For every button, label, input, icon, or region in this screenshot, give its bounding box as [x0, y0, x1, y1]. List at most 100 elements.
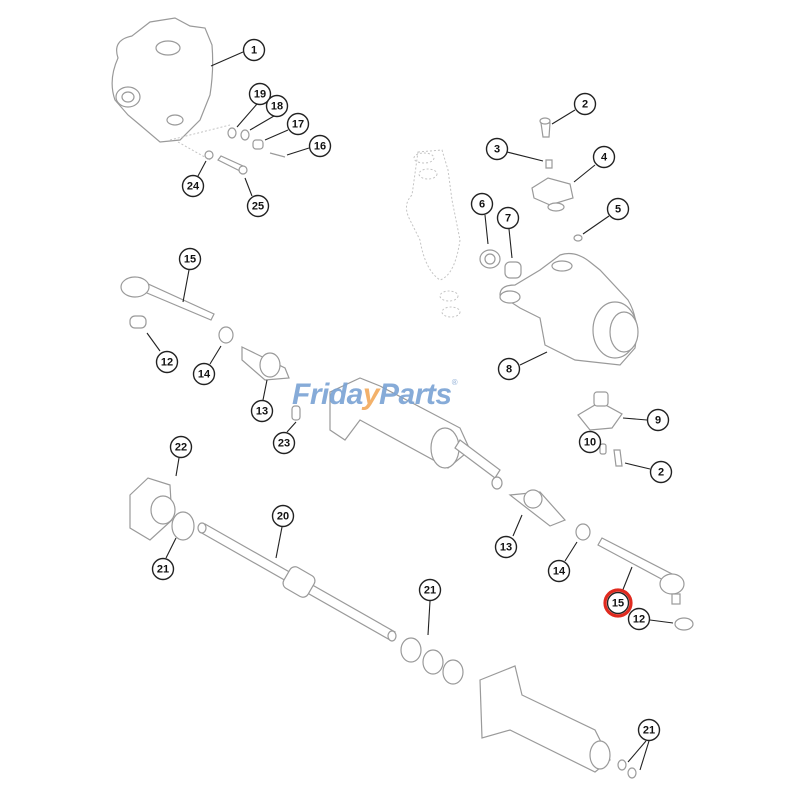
callout-circle: [592, 145, 616, 169]
callout-circle: [418, 578, 442, 602]
callout-label: 12: [161, 357, 173, 369]
callout-2: 2: [573, 92, 597, 116]
watermark-text-right: Parts: [379, 378, 452, 411]
callout-circle: [494, 535, 518, 559]
callout-circle: [246, 194, 270, 218]
part-small-2-3-4-5-6-7: [479, 117, 583, 279]
callout-label: 25: [252, 201, 264, 213]
callout-21: 21: [151, 557, 175, 581]
part-knuckle-8: [499, 252, 639, 366]
highlight-ring: [603, 588, 633, 618]
callout-group: 1191817162425234567815121413239102222021…: [151, 38, 673, 742]
callout-label: 8: [506, 364, 512, 376]
callout-label: 15: [612, 598, 624, 610]
callout-label: 10: [584, 437, 596, 449]
callout-label: 13: [256, 406, 268, 418]
callout-label: 12: [633, 614, 645, 626]
callout-circle: [646, 408, 670, 432]
callout-12: 12: [155, 350, 179, 374]
callout-circle: [286, 112, 310, 136]
callout-circle: [578, 430, 602, 454]
callout-2: 2: [649, 460, 673, 484]
callout-label: 20: [277, 511, 289, 523]
callout-label: 14: [553, 566, 566, 578]
leader-lines: [146, 51, 674, 771]
callout-circle: [627, 607, 651, 631]
part-tie-rod-left: [120, 276, 301, 421]
callout-circle: [151, 557, 175, 581]
callout-circle: [485, 137, 509, 161]
callout-label: 17: [292, 119, 304, 131]
callout-3: 3: [485, 137, 509, 161]
callout-label: 6: [479, 199, 485, 211]
callout-label: 13: [500, 542, 512, 554]
callout-label: 16: [314, 141, 326, 153]
callout-18: 18: [265, 94, 289, 118]
callout-21: 21: [418, 578, 442, 602]
callout-13: 13: [494, 535, 518, 559]
watermark-check-mark: y: [362, 378, 380, 411]
callout-circle: [308, 134, 332, 158]
callout-15: 15: [603, 588, 633, 618]
callout-label: 21: [643, 725, 655, 737]
callout-label: 21: [424, 585, 436, 597]
part-ball-joint-9: [577, 391, 623, 467]
callout-circle: [271, 504, 295, 528]
callout-13: 13: [250, 399, 274, 423]
callout-14: 14: [547, 559, 571, 583]
callout-circle: [649, 460, 673, 484]
callout-circle: [181, 174, 205, 198]
part-lower-cylinder: [479, 665, 637, 779]
part-seals-16-19: [204, 127, 286, 175]
part-tie-rod-right: [508, 489, 694, 631]
callout-circle: [606, 591, 630, 615]
callout-23: 23: [272, 431, 296, 455]
callout-circle: [573, 92, 597, 116]
callout-label: 7: [505, 213, 511, 225]
callout-label: 9: [655, 415, 661, 427]
callout-4: 4: [592, 145, 616, 169]
callout-circle: [272, 431, 296, 455]
callout-21: 21: [637, 718, 661, 742]
callout-circle: [637, 718, 661, 742]
part-cylinder-barrel: [329, 377, 503, 490]
callout-25: 25: [246, 194, 270, 218]
callout-circle: [242, 38, 266, 62]
callout-15: 15: [178, 247, 202, 271]
callout-16: 16: [308, 134, 332, 158]
callout-circle: [547, 559, 571, 583]
callout-5: 5: [606, 197, 630, 221]
fridayparts-watermark: FridayParts®: [292, 378, 458, 412]
part-seal-rings-21: [400, 637, 464, 685]
part-housing-1: [111, 17, 231, 161]
callout-circle: [496, 206, 520, 230]
callout-label: 2: [658, 467, 664, 479]
callout-label: 18: [271, 101, 283, 113]
callout-10: 10: [578, 430, 602, 454]
callout-1: 1: [242, 38, 266, 62]
callout-label: 19: [254, 89, 266, 101]
callout-14: 14: [192, 362, 216, 386]
callout-6: 6: [470, 192, 494, 216]
callout-9: 9: [646, 408, 670, 432]
callout-label: 14: [198, 369, 211, 381]
callout-label: 24: [187, 181, 200, 193]
callout-label: 21: [157, 564, 169, 576]
callout-circle: [497, 357, 521, 381]
callout-label: 3: [494, 144, 500, 156]
callout-circle: [265, 94, 289, 118]
callout-circle: [606, 197, 630, 221]
callout-22: 22: [169, 435, 193, 459]
part-end-cap-22: [129, 477, 195, 541]
callout-24: 24: [181, 174, 205, 198]
callout-circle: [250, 399, 274, 423]
callout-8: 8: [497, 357, 521, 381]
callout-label: 2: [582, 99, 588, 111]
callout-label: 5: [615, 204, 621, 216]
callout-19: 19: [248, 82, 272, 106]
callout-17: 17: [286, 112, 310, 136]
part-spindle-faint: [406, 149, 461, 318]
callout-label: 23: [278, 438, 290, 450]
